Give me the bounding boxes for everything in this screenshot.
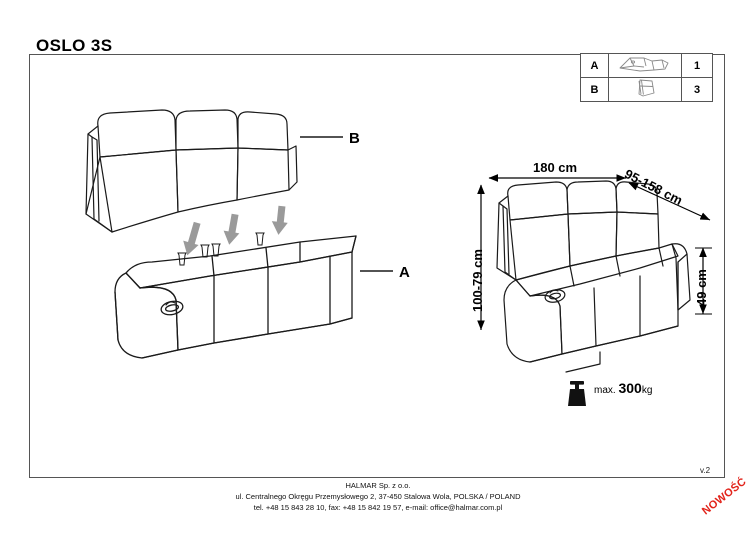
backrest-cushion-icon	[608, 77, 682, 102]
max-load-value: 300	[618, 380, 642, 396]
page-title: OSLO 3S	[36, 36, 113, 55]
parts-table: A 1 B	[580, 53, 713, 102]
max-load-prefix: max.	[594, 385, 616, 396]
dimension-label-seat-height: 49 cm	[694, 269, 709, 306]
sofa-base-icon	[608, 53, 682, 78]
callout-label-a: A	[399, 264, 410, 281]
max-load-indicator: max. 300kg	[568, 381, 652, 397]
version-label: v.2	[700, 466, 711, 475]
footer-address: ul. Centralnego Okręgu Przemysłowego 2, …	[235, 491, 521, 501]
table-row: B 3	[580, 77, 713, 102]
part-letter-a: A	[580, 53, 609, 78]
footer: HALMAR Sp. z o.o. ul. Centralnego Okręgu…	[0, 481, 756, 514]
table-row: A 1	[580, 53, 713, 78]
max-load-text: max. 300kg	[594, 381, 652, 397]
footer-company: HALMAR Sp. z o.o.	[345, 481, 411, 490]
part-qty-b: 3	[681, 77, 713, 102]
part-letter-b: B	[580, 77, 609, 102]
callout-label-b: B	[349, 130, 360, 147]
dimension-label-height: 100-79 cm	[470, 249, 485, 312]
dimension-label-width: 180 cm	[533, 160, 578, 175]
part-qty-a: 1	[681, 53, 713, 78]
drawing-frame	[29, 54, 725, 478]
footer-contact: tel. +48 15 843 28 10, fax: +48 15 842 1…	[253, 502, 503, 512]
max-load-unit: kg	[641, 385, 653, 396]
